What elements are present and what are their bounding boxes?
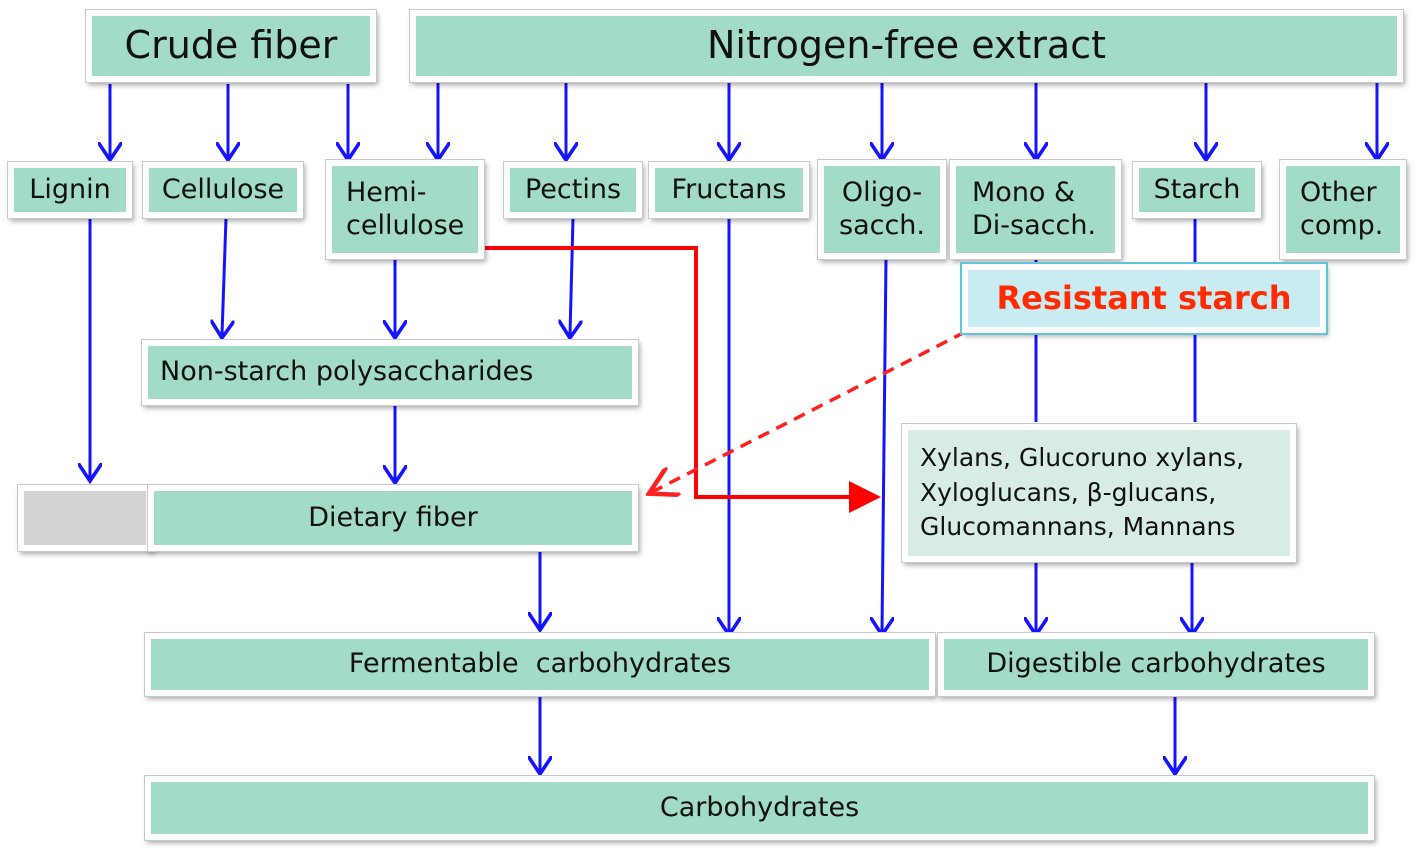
other-comp-label: Other comp. bbox=[1300, 177, 1384, 241]
arrow bbox=[882, 257, 886, 632]
carbohydrates-label: Carbohydrates bbox=[659, 791, 860, 823]
hemicellulose-label: Hemi- cellulose bbox=[346, 177, 465, 241]
dietary-fiber-label: Dietary fiber bbox=[308, 501, 478, 533]
red-arrow bbox=[485, 246, 881, 513]
fermentable-carbohydrates-label: Fermentable carbohydrates bbox=[348, 648, 732, 680]
crude-fiber-box: Crude fiber bbox=[85, 9, 377, 83]
cellulose-label: Cellulose bbox=[161, 173, 285, 205]
arrow bbox=[570, 217, 573, 335]
carbohydrates-box: Carbohydrates bbox=[144, 775, 1375, 841]
mono-di-sacch-label: Mono & Di-sacch. bbox=[972, 177, 1097, 241]
mono-di-sacch-box: Mono & Di-sacch. bbox=[949, 159, 1122, 260]
hemicellulose-types-box: Xylans, Glucoruno xylans, Xyloglucans, β… bbox=[901, 423, 1297, 563]
other-comp-box: Other comp. bbox=[1279, 159, 1407, 260]
non-starch-polysaccharides-box: Non-starch polysaccharides bbox=[141, 339, 639, 406]
digestible-carbohydrates-box: Digestible carbohydrates bbox=[937, 632, 1375, 697]
blank-grey-box bbox=[17, 484, 153, 552]
lignin-box: Lignin bbox=[7, 161, 133, 219]
fermentable-carbohydrates-box: Fermentable carbohydrates bbox=[144, 632, 936, 697]
fructans-box: Fructans bbox=[648, 161, 810, 219]
nitrogen-free-extract-label: Nitrogen-free extract bbox=[706, 23, 1107, 68]
starch-label: Starch bbox=[1153, 173, 1241, 205]
pectins-label: Pectins bbox=[524, 173, 622, 205]
cellulose-box: Cellulose bbox=[142, 161, 304, 219]
hemicellulose-types-label: Xylans, Glucoruno xylans, Xyloglucans, β… bbox=[920, 443, 1245, 542]
fructans-label: Fructans bbox=[671, 173, 787, 205]
non-starch-polysaccharides-label: Non-starch polysaccharides bbox=[160, 356, 534, 388]
dietary-fiber-box: Dietary fiber bbox=[147, 484, 639, 552]
oligosacch-label: Oligo- sacch. bbox=[839, 177, 925, 241]
hemicellulose-box: Hemi- cellulose bbox=[325, 159, 485, 260]
resistant-starch-label: Resistant starch bbox=[996, 279, 1292, 318]
lignin-label: Lignin bbox=[29, 173, 111, 205]
oligosacch-box: Oligo- sacch. bbox=[817, 159, 947, 260]
arrow bbox=[222, 217, 226, 335]
nitrogen-free-extract-box: Nitrogen-free extract bbox=[409, 9, 1404, 83]
crude-fiber-label: Crude fiber bbox=[124, 23, 338, 68]
starch-box: Starch bbox=[1132, 161, 1262, 219]
resistant-starch-box: Resistant starch bbox=[960, 262, 1328, 335]
digestible-carbohydrates-label: Digestible carbohydrates bbox=[986, 648, 1326, 680]
pectins-box: Pectins bbox=[503, 161, 643, 219]
